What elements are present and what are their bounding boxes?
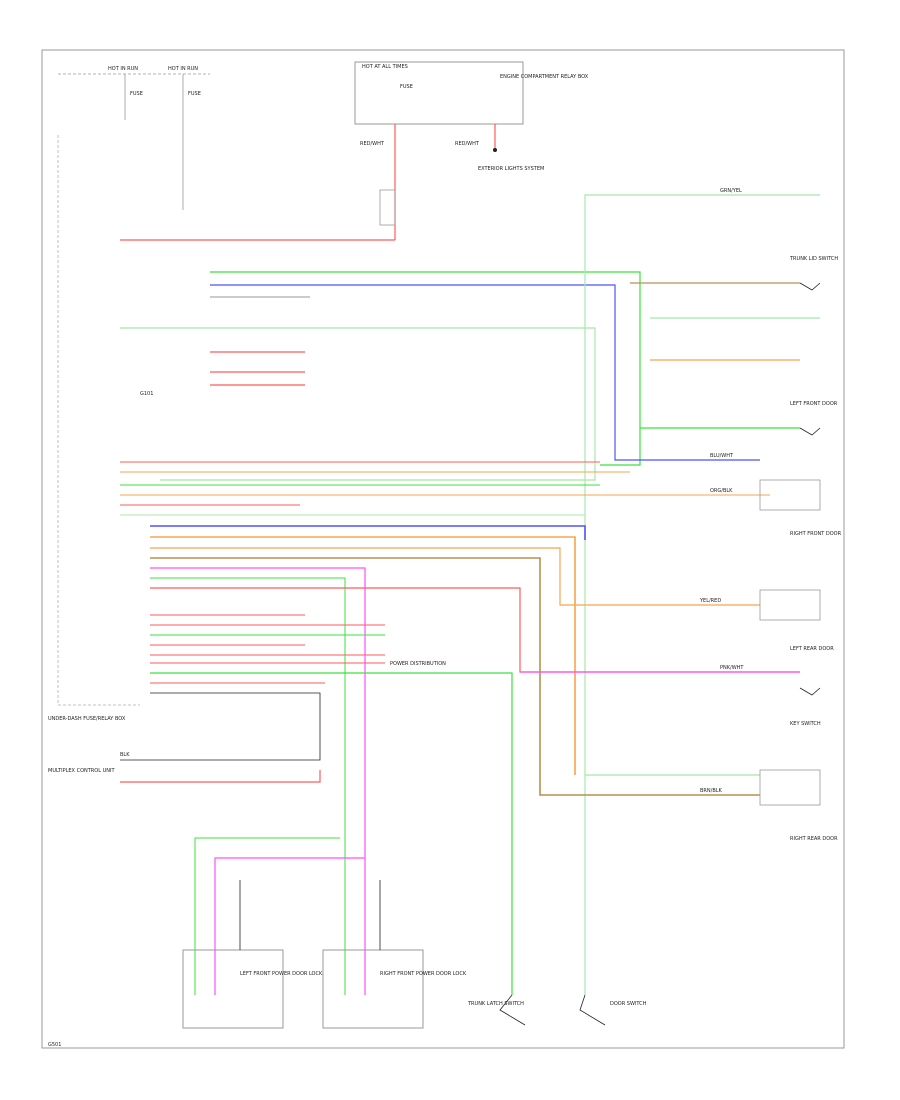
green-wire-top (210, 271, 641, 466)
bundle2-pink (150, 567, 366, 995)
bundle2-blue (150, 525, 586, 540)
top-left-label-a: HOT IN RUN (108, 66, 138, 72)
right-label-1: TRUNK LID SWITCH (789, 256, 838, 262)
connector-box (379, 189, 396, 226)
wire-label-pnk: PNK/WHT (720, 665, 744, 671)
fuse-label-b: FUSE (188, 91, 201, 97)
right-label-3: RIGHT FRONT DOOR (790, 531, 842, 537)
fuse-label-a: FUSE (130, 91, 143, 97)
door-switch (579, 994, 606, 1026)
relay-box-side: ENGINE COMPARTMENT RELAY BOX (500, 74, 589, 80)
right-switch-box-2 (759, 589, 821, 621)
relay-note: EXTERIOR LIGHTS SYSTEM (478, 166, 544, 172)
wire-label-org: ORG/BLK (710, 488, 733, 494)
feed-green (194, 837, 340, 995)
left-module-label: UNDER-DASH FUSE/RELAY BOX (48, 716, 126, 722)
lightgreen-wire (120, 327, 596, 481)
bundle2-green (150, 577, 346, 995)
bundle2-orange-2 (150, 547, 760, 606)
right-door-lock-label: RIGHT FRONT POWER DOOR LOCK (380, 971, 467, 977)
wire-label-grn: GRN/YEL (720, 188, 742, 194)
right-label-5: RIGHT REAR DOOR (790, 836, 838, 842)
left-door-lock-box (182, 949, 284, 1029)
wire-label-blk: BLK (120, 752, 130, 758)
wire-label-yel: YEL/RED (699, 598, 721, 604)
bundle2-brown (150, 557, 760, 796)
switch-sym-1 (799, 282, 821, 291)
bottom-red-wire (120, 770, 321, 783)
ground-label: G101 (140, 391, 153, 397)
bottom-tag: G501 (48, 1042, 61, 1048)
relay-box-fuse: FUSE (400, 84, 413, 90)
door-switch-label: DOOR SWITCH (610, 1001, 647, 1007)
relay-wire-label: RED/WHT (360, 141, 385, 147)
right-door-lock-box (322, 949, 424, 1029)
blue-wire-top (210, 284, 760, 461)
relay-box-title: HOT AT ALL TIMES (362, 64, 408, 70)
trunk-latch-label: TRUNK LATCH SWITCH (467, 1001, 524, 1007)
right-label-4: LEFT REAR DOOR (790, 646, 834, 652)
right-switch-box-3 (759, 479, 821, 511)
switch-sym-3 (799, 687, 821, 696)
relay-box (354, 61, 524, 125)
switch-sym-2 (799, 427, 821, 436)
diagram-border (41, 49, 845, 1049)
bundle3-black (120, 692, 321, 761)
bundle3-green-down (150, 672, 513, 995)
trunk-latch-switch (499, 994, 526, 1026)
note-power: POWER DISTRIBUTION (390, 661, 446, 667)
left-door-lock-label: LEFT FRONT POWER DOOR LOCK (240, 971, 323, 977)
relay-wire-label-2: RED/WHT (455, 141, 480, 147)
right-label-2: LEFT FRONT DOOR (790, 401, 838, 407)
wire-label-blu: BLU/WHT (710, 453, 734, 459)
left-module-label-b: MULTIPLEX CONTROL UNIT (48, 768, 115, 774)
feed-pink (214, 857, 365, 995)
right-label-6: KEY SWITCH (790, 721, 821, 727)
right-switch-box (759, 769, 821, 806)
top-left-label-b: HOT IN RUN (168, 66, 198, 72)
bundle2-orange (150, 536, 576, 775)
lightgreen-vertical-long (584, 194, 820, 776)
relay-node (493, 148, 497, 152)
wire-label-brn: BRN/BLK (700, 788, 723, 794)
